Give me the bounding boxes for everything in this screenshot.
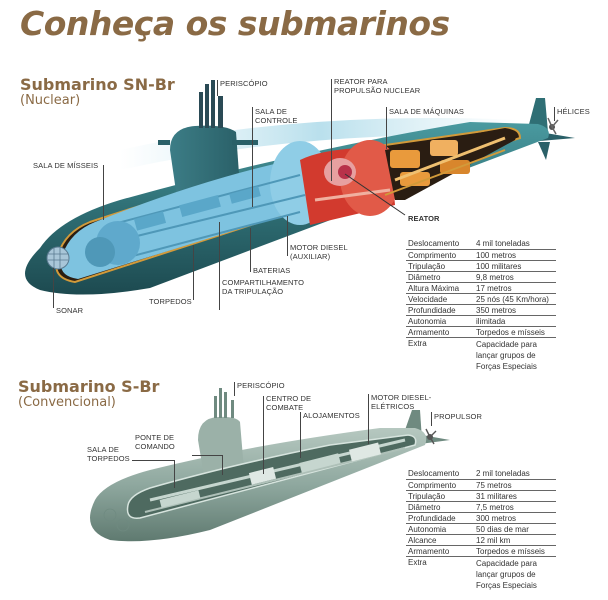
spec-value: 75 metros [474, 479, 556, 491]
propeller-icon [547, 117, 559, 135]
label-propulsor: PROPULSOR [434, 412, 482, 421]
spec-value: 7,5 metros [474, 501, 556, 513]
label-bridge: PONTE DE COMANDO [135, 433, 175, 451]
spec-value: 350 metros [474, 304, 556, 316]
label-batteries: BATERIAS [253, 266, 291, 275]
spec-key: Diâmetro [406, 501, 474, 513]
label-control-room: SALA DE CONTROLE [255, 107, 298, 125]
label-combat-center: CENTRO DE COMBATE [266, 394, 312, 412]
spec-key: Autonomia [406, 315, 474, 327]
nuclear-sub-type: (Nuclear) [20, 93, 81, 108]
spec-key: Autonomia [406, 523, 474, 535]
label-diesel-motor: MOTOR DIESEL (AUXILIAR) [290, 243, 348, 261]
spec-value: 31 militares [474, 490, 556, 502]
spec-value: 4 mil toneladas [474, 238, 556, 250]
label-torpedo-room: SALA DE TORPEDOS [87, 445, 130, 463]
spec-key: Velocidade [406, 293, 474, 305]
spec-row: Extra Capacidade para lançar grupos de Fo… [406, 556, 556, 591]
label-quarters: ALOJAMENTOS [303, 411, 360, 420]
spec-value: 9,8 metros [474, 271, 556, 283]
label-missile-room: SALA DE MÍSSEIS [33, 161, 99, 170]
spec-key: Deslocamento [406, 238, 474, 250]
label-reactor: REATOR [408, 214, 440, 223]
spec-key: Altura Máxima [406, 282, 474, 294]
label-conv-periscope: PERISCÓPIO [237, 381, 285, 390]
spec-value: ilimitada [474, 315, 556, 327]
spec-key: Profundidade [406, 304, 474, 316]
spec-row: Extra Capacidade para lançar grupos de Fo… [406, 337, 556, 372]
nuclear-submarine-illustration [25, 80, 575, 295]
reactor-leader-line [344, 173, 406, 216]
label-sonar: SONAR [56, 306, 84, 315]
spec-key: Extra [408, 557, 427, 567]
spec-key: Comprimento [406, 479, 474, 491]
spec-value: Torpedos e mísseis [474, 326, 556, 338]
label-torpedoes: TORPEDOS [149, 297, 192, 306]
spec-value: 100 metros [474, 249, 556, 261]
spec-value: 25 nós (45 Km/hora) [474, 293, 556, 305]
label-reactor-propulsion: REATOR PARA PROPULSÃO NUCLEAR [334, 77, 421, 95]
spec-key: Tripulação [406, 490, 474, 502]
spec-value: 2 mil toneladas [474, 468, 556, 480]
spec-value: Torpedos e mísseis [474, 545, 556, 557]
conventional-sub-title: Submarino S-Br [18, 377, 160, 396]
spec-key: Armamento [406, 545, 474, 557]
conventional-sub-type: (Convencional) [18, 395, 116, 410]
spec-value: 17 metros [474, 282, 556, 294]
spec-key: Armamento [406, 326, 474, 338]
spec-key: Diâmetro [406, 271, 474, 283]
spec-value: 300 metros [474, 512, 556, 524]
label-propellers: HÉLICES [557, 107, 590, 116]
spec-key: Comprimento [406, 249, 474, 261]
spec-key: Deslocamento [406, 468, 474, 480]
spec-key: Extra [408, 338, 427, 348]
sonar-icon [46, 246, 70, 270]
page-title: Conheça os submarinos [20, 4, 450, 43]
spec-value: 50 dias de mar [474, 523, 556, 535]
spec-key: Alcance [406, 534, 474, 546]
spec-value: Capacidade para lançar grupos de Forças … [476, 339, 537, 371]
label-engine-room: SALA DE MÁQUINAS [389, 107, 464, 116]
label-periscope: PERISCÓPIO [220, 79, 268, 88]
propulsor-icon [425, 428, 437, 445]
nuclear-sub-title: Submarino SN-Br [20, 75, 175, 94]
spec-value: 100 militares [474, 260, 556, 272]
spec-value: 12 mil km [474, 534, 556, 546]
label-crew-quarters: COMPARTILHAMENTO DA TRIPULAÇÃO [222, 278, 305, 296]
spec-key: Tripulação [406, 260, 474, 272]
spec-value: Capacidade para lançar grupos de Forças … [476, 558, 537, 590]
spec-key: Profundidade [406, 512, 474, 524]
label-diesel-electric: MOTOR DIESEL- ELÉTRICOS [371, 393, 432, 411]
